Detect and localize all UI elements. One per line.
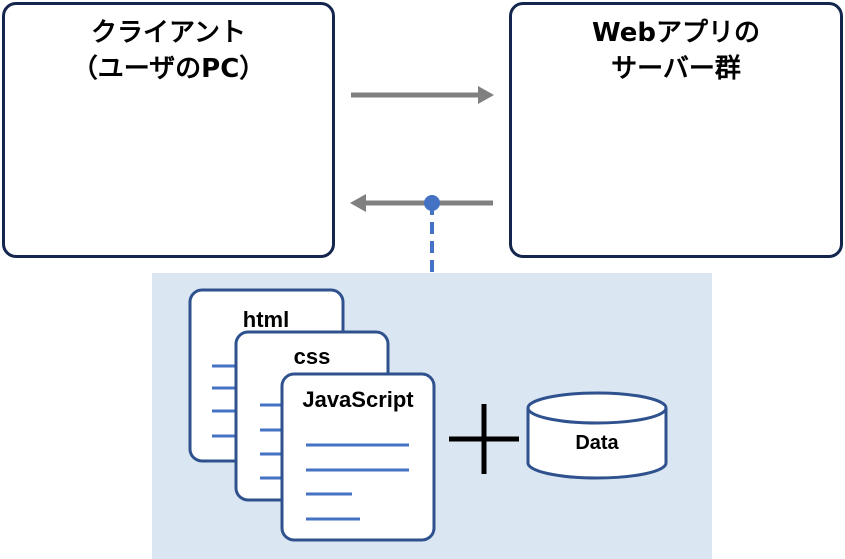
server-box: Webアプリの サーバー群 <box>509 2 843 258</box>
server-title-line2: サーバー群 <box>611 54 741 84</box>
client-title: クライアント （ユーザのPC） <box>5 15 332 87</box>
request-arrow <box>351 86 494 104</box>
javascript-document: JavaScript <box>280 372 436 542</box>
response-arrow <box>350 194 493 212</box>
html-document-lines <box>212 364 238 438</box>
client-box: クライアント （ユーザのPC） <box>2 2 335 258</box>
html-document-label: html <box>243 307 289 332</box>
server-title: Webアプリの サーバー群 <box>512 15 840 87</box>
css-document-lines <box>260 403 284 480</box>
server-title-line1: Webアプリの <box>592 18 760 48</box>
client-title-line1: クライアント <box>91 18 246 48</box>
database-label: Data <box>575 432 619 454</box>
payload-connector <box>424 195 440 275</box>
plus-icon <box>449 404 519 474</box>
javascript-document-label: JavaScript <box>302 387 414 412</box>
database-icon: Data <box>526 391 668 480</box>
client-title-line2: （ユーザのPC） <box>71 54 266 84</box>
javascript-document-lines <box>306 443 409 521</box>
css-document-label: css <box>294 344 331 369</box>
